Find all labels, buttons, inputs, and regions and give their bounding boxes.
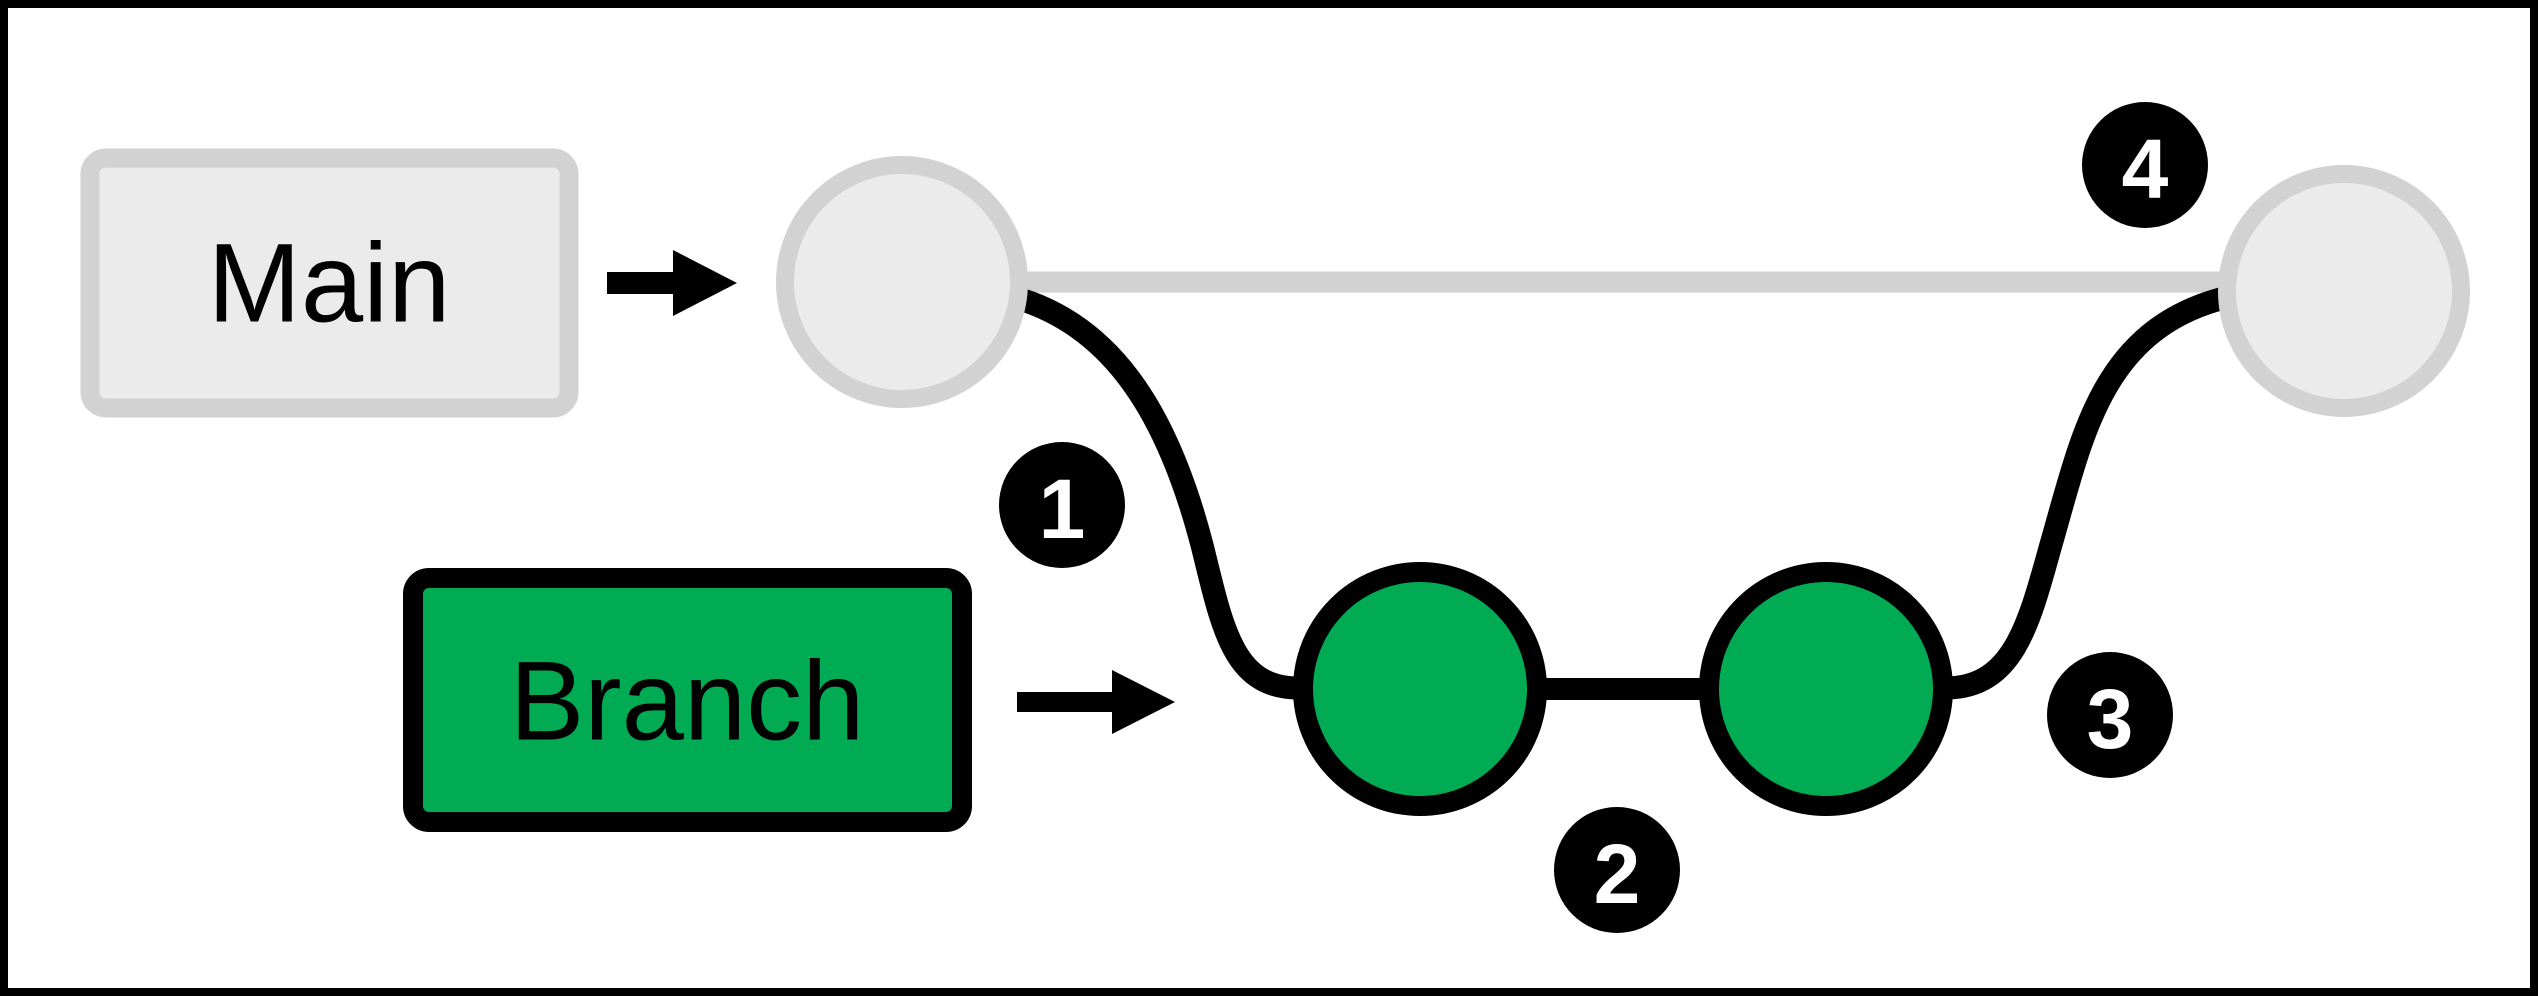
branch-out-curve [993, 283, 1310, 700]
step-badge-3-circle [2047, 652, 2173, 778]
step-badge-1-number: 1 [1039, 462, 1086, 556]
main-label: Main [208, 221, 451, 346]
branch-commit-node-2 [1699, 562, 1953, 816]
main-label-box [80, 148, 579, 418]
step-badge-2-number: 2 [1594, 827, 1641, 921]
branch-commit-node-1 [1293, 562, 1547, 816]
branch-label: Branch [510, 639, 865, 764]
main-commit-node-start [776, 156, 1028, 408]
step-badge-3-number: 3 [2087, 672, 2134, 766]
main-arrow-icon [607, 250, 737, 316]
step-badge-2-circle [1554, 807, 1680, 933]
step-badge-1: 1 [999, 442, 1125, 568]
step-badge-4-circle [2082, 102, 2208, 228]
branch-arrow-icon [1017, 670, 1175, 734]
main-commit-node-merge [2218, 165, 2470, 417]
step-badge-4: 4 [2082, 102, 2208, 228]
step-badge-4-number: 4 [2122, 122, 2169, 216]
step-badge-1-circle [999, 442, 1125, 568]
step-badge-2: 2 [1554, 807, 1680, 933]
branch-label-box [403, 568, 972, 832]
step-badge-3: 3 [2047, 652, 2173, 778]
merge-in-curve [1936, 285, 2240, 700]
